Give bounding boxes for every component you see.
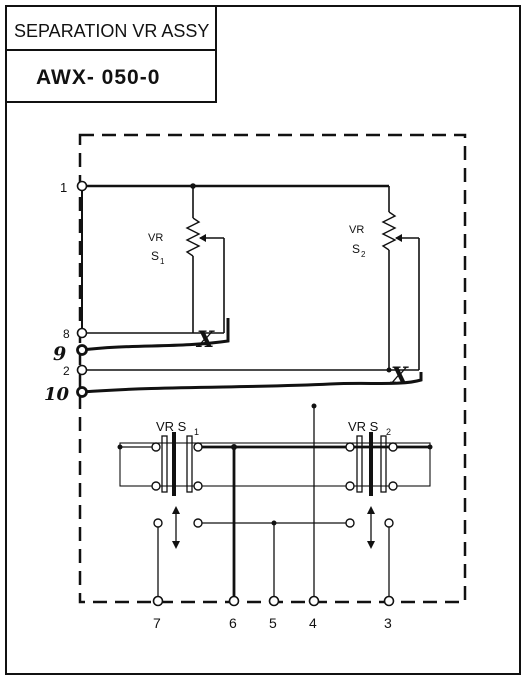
terminal-8 — [76, 327, 88, 339]
handwired-lead-9 — [81, 318, 230, 352]
terminal-label-10: 10 — [44, 384, 70, 405]
label-switch-s2: VR S — [348, 419, 379, 434]
assembly-title: SEPARATION VR ASSY — [14, 21, 209, 41]
switch-s2-contact-right — [380, 435, 387, 493]
resistor-vr-s2 — [381, 211, 397, 251]
junction-dot — [190, 183, 196, 189]
cut-mark-s2: X — [389, 363, 409, 389]
label-vr-s2: VR — [349, 224, 364, 236]
junction-dot — [311, 403, 317, 409]
label-s1: S — [151, 249, 159, 263]
junction-dot — [386, 367, 392, 373]
arrow-up-icon — [367, 506, 375, 514]
terminal-9 — [76, 344, 88, 356]
switch-s2-pin — [388, 442, 398, 452]
terminal-label-3: 3 — [384, 615, 392, 631]
terminal-label-2: 2 — [63, 364, 70, 378]
label-switch-s2-index: 2 — [386, 427, 391, 437]
switch-s2-contact-left — [356, 435, 363, 493]
switch-s1-pin — [193, 442, 203, 452]
terminal-label-6: 6 — [229, 615, 237, 631]
switch-s1-contact-left — [161, 435, 168, 493]
wiper-arrow-icon — [395, 234, 402, 242]
terminal-2 — [76, 364, 88, 376]
switch-s1-pin — [193, 481, 203, 491]
terminal-3 — [383, 595, 395, 607]
switch-assembly-outline — [119, 442, 431, 487]
terminal-label-5: 5 — [269, 615, 277, 631]
sheet-border — [5, 5, 521, 675]
junction-dot — [427, 444, 433, 450]
terminal-5 — [268, 595, 280, 607]
label-s2: S — [352, 242, 360, 256]
switch-s1-pin — [151, 442, 161, 452]
pin-terminal-7-top — [153, 518, 163, 528]
arrow-down-icon — [367, 541, 375, 549]
label-s1-index: 1 — [160, 257, 165, 266]
terminal-10 — [76, 386, 88, 398]
terminal-6 — [228, 595, 240, 607]
terminal-label-1: 1 — [60, 180, 67, 195]
label-switch-s1: VR S — [156, 419, 187, 434]
pin-row-left — [193, 518, 203, 528]
arrow-up-icon — [172, 506, 180, 514]
switch-s1-contact-right — [186, 435, 193, 493]
resistor-vr-s1 — [185, 217, 201, 257]
label-s2-index: 2 — [361, 250, 366, 259]
junction-dot — [117, 444, 123, 450]
terminal-label-8: 8 — [63, 327, 70, 341]
label-switch-s1-index: 1 — [194, 427, 199, 437]
part-number-box — [5, 49, 217, 103]
terminal-label-7: 7 — [153, 615, 161, 631]
handwired-lead-10 — [81, 372, 423, 394]
switch-s2-pin — [388, 481, 398, 491]
part-number: AWX- 050-0 — [36, 66, 160, 89]
terminal-4 — [308, 595, 320, 607]
switch-s1-pin — [151, 481, 161, 491]
switch-s2-pin — [345, 481, 355, 491]
terminal-label-4: 4 — [309, 615, 317, 631]
cut-mark-s1: X — [195, 327, 215, 353]
wiper-arrow-icon — [199, 234, 206, 242]
pin-terminal-3-top — [384, 518, 394, 528]
terminal-7 — [152, 595, 164, 607]
label-vr-s1: VR — [148, 232, 163, 244]
terminal-label-9: 9 — [53, 343, 66, 365]
pin-row-right — [345, 518, 355, 528]
terminal-1 — [76, 180, 88, 192]
switch-s2-pin — [345, 442, 355, 452]
arrow-down-icon — [172, 541, 180, 549]
